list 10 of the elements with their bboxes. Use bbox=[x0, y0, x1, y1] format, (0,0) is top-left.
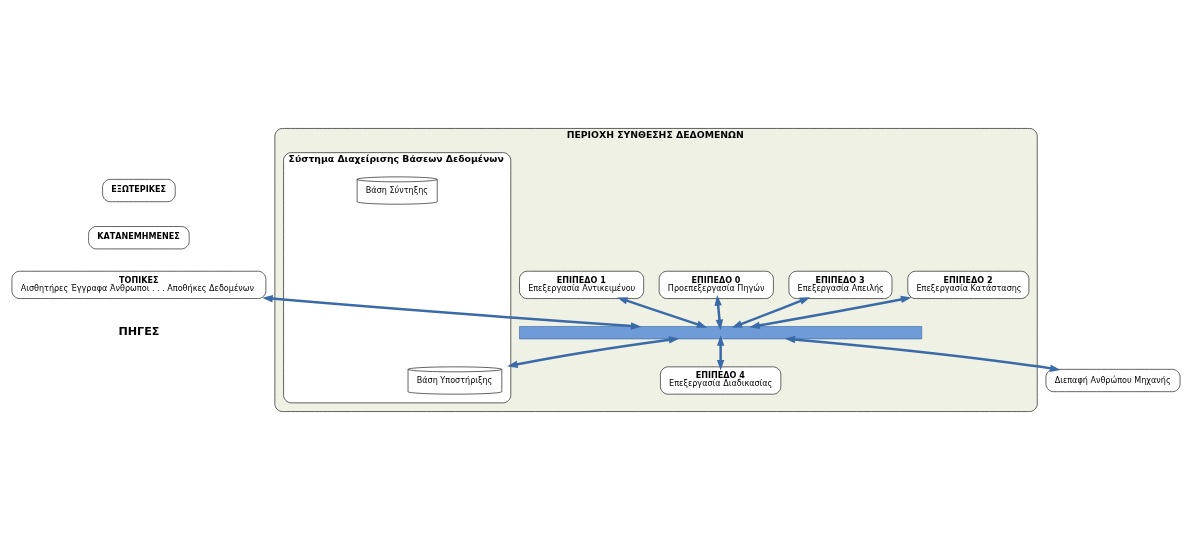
node-bar bbox=[519, 326, 923, 340]
arrow bbox=[716, 335, 725, 371]
arrow bbox=[507, 336, 680, 368]
arrow bbox=[714, 295, 724, 331]
arrow bbox=[784, 335, 1061, 372]
arrow bbox=[749, 295, 912, 329]
arrow bbox=[731, 297, 811, 328]
arrow bbox=[617, 297, 708, 328]
arrow bbox=[262, 295, 642, 330]
label: ΠΗΓΕΣ bbox=[118, 324, 160, 338]
